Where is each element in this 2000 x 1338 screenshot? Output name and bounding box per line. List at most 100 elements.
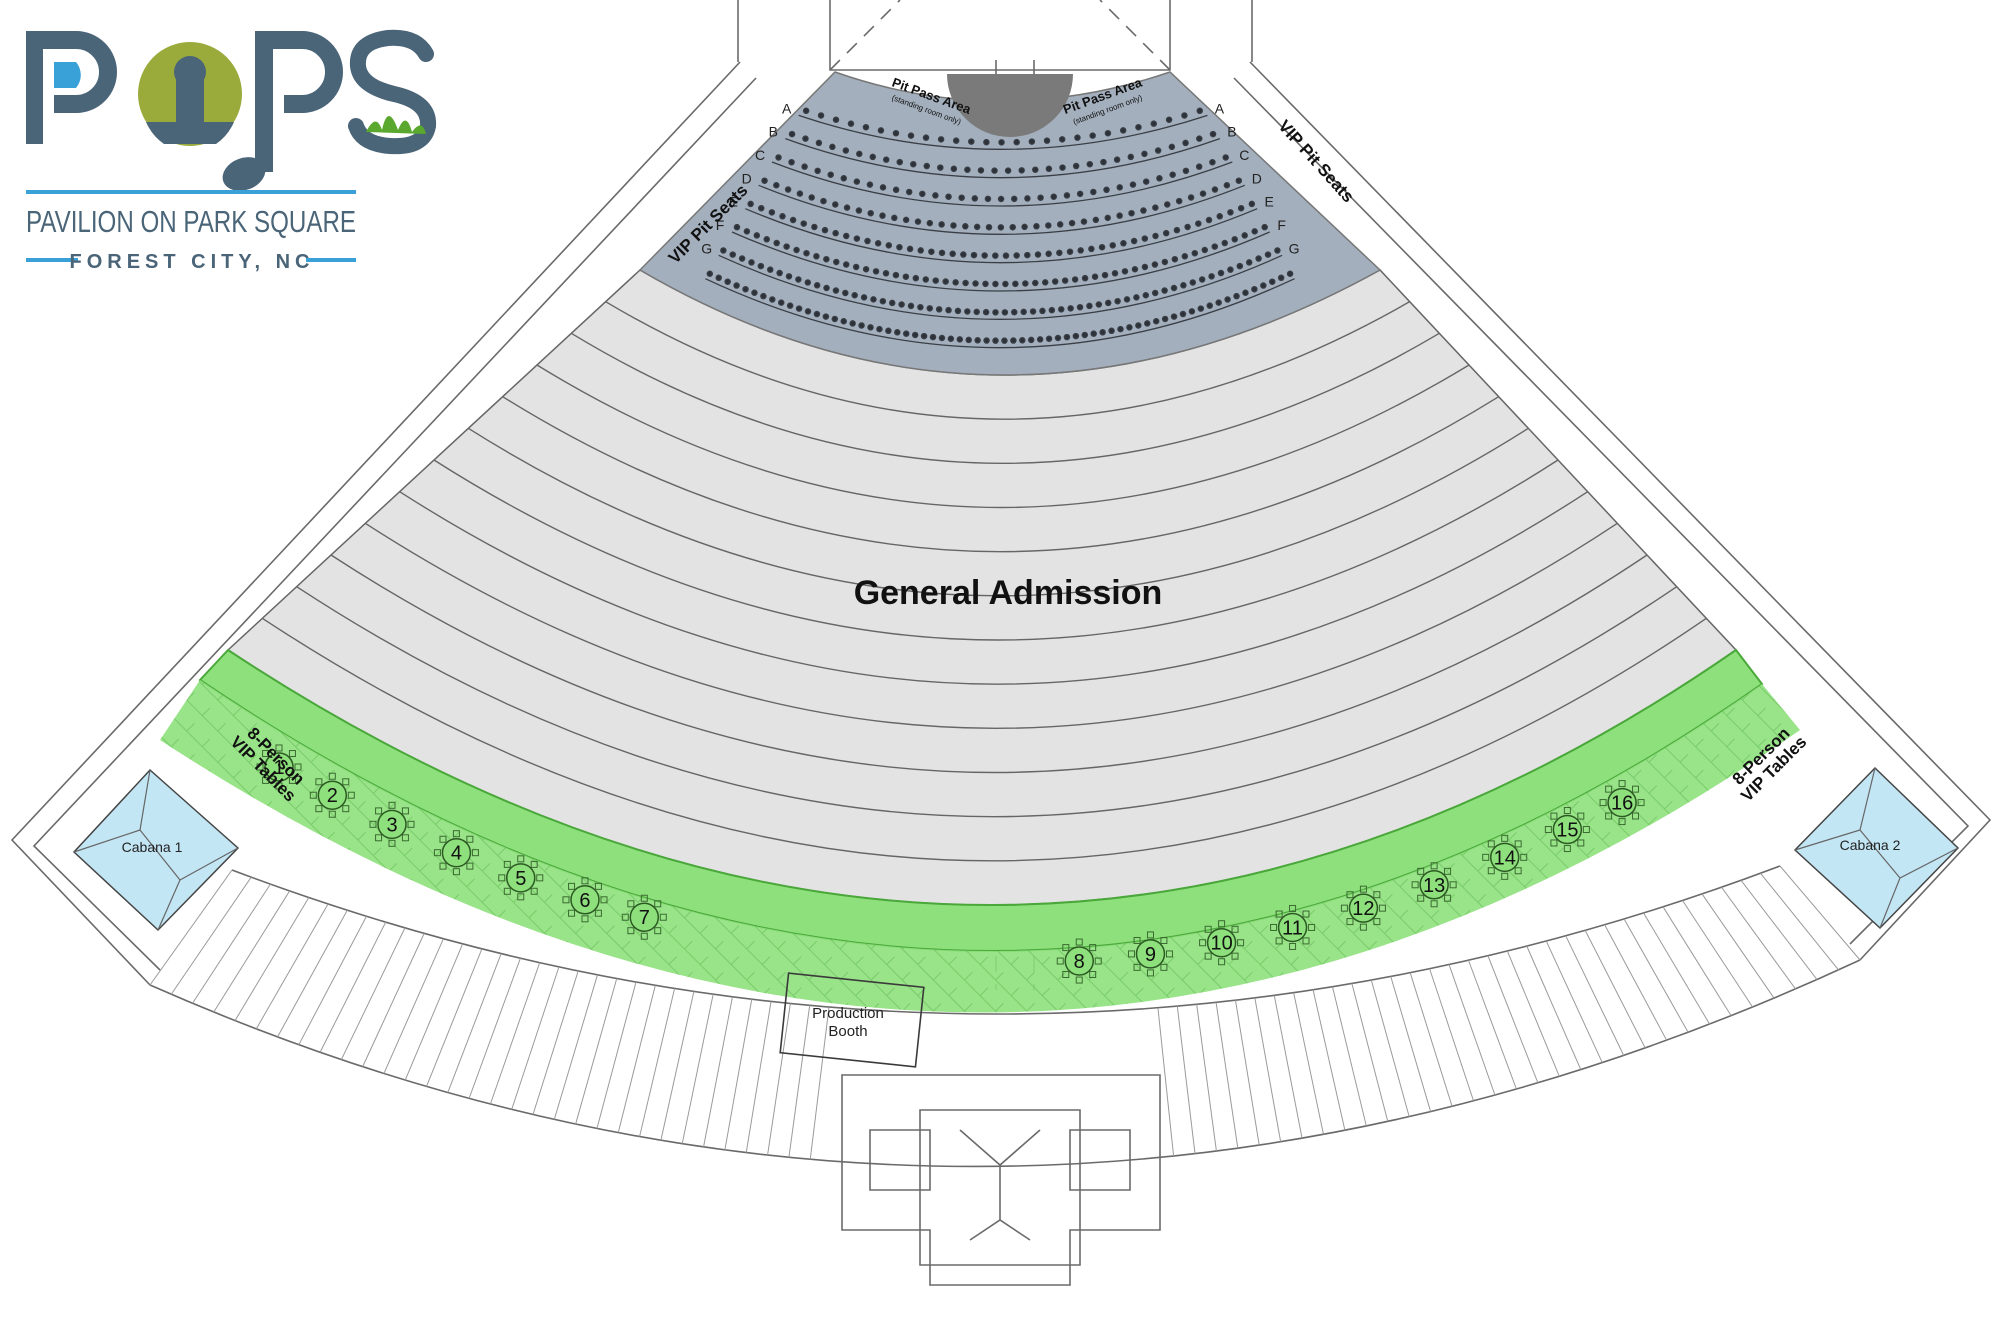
pit-seat[interactable] xyxy=(932,192,939,199)
pit-seat[interactable] xyxy=(1182,167,1190,175)
pit-seat[interactable] xyxy=(949,250,956,258)
pit-seat[interactable] xyxy=(1104,129,1112,137)
vip-table[interactable]: 1 xyxy=(256,744,302,790)
pit-seat[interactable] xyxy=(757,262,765,270)
pit-seat[interactable] xyxy=(1116,212,1123,219)
pit-seat[interactable] xyxy=(1074,134,1081,141)
pit-seat[interactable] xyxy=(1170,284,1178,292)
pit-seat[interactable] xyxy=(829,143,836,151)
pit-seat[interactable] xyxy=(1024,195,1031,202)
pit-seat[interactable] xyxy=(1227,209,1234,216)
pit-seat[interactable] xyxy=(1215,299,1222,306)
pit-seat[interactable] xyxy=(1180,282,1187,289)
pit-seat[interactable] xyxy=(795,305,803,312)
pit-seat[interactable] xyxy=(968,138,975,145)
vip-table[interactable]: 13 xyxy=(1411,862,1457,908)
vip-table[interactable]: 10 xyxy=(1199,920,1245,966)
pit-seat[interactable] xyxy=(1095,301,1103,308)
pit-seat[interactable] xyxy=(882,270,890,277)
pit-seat[interactable] xyxy=(813,310,821,318)
pit-seat[interactable] xyxy=(879,184,887,191)
pit-seat[interactable] xyxy=(1227,266,1234,273)
pit-seat[interactable] xyxy=(842,232,850,240)
pit-seat[interactable] xyxy=(814,167,821,175)
pit-seat[interactable] xyxy=(842,289,849,297)
vip-table[interactable]: 16 xyxy=(1599,780,1645,826)
pit-seat[interactable] xyxy=(971,195,979,202)
pit-seat[interactable] xyxy=(1154,147,1162,154)
pit-seat[interactable] xyxy=(1141,150,1148,158)
pit-seat[interactable] xyxy=(767,266,774,273)
pit-seat[interactable] xyxy=(892,186,900,194)
pit-seat[interactable] xyxy=(1133,294,1140,301)
pit-seat[interactable] xyxy=(1013,252,1020,259)
pit-seat[interactable] xyxy=(804,279,812,286)
pit-seat[interactable] xyxy=(970,251,978,259)
pit-seat[interactable] xyxy=(1092,216,1100,224)
pit-seat[interactable] xyxy=(1089,132,1096,139)
pit-seat[interactable] xyxy=(1010,337,1017,344)
pit-seat[interactable] xyxy=(905,188,913,196)
pit-seat[interactable] xyxy=(1028,138,1036,145)
pit-seat[interactable] xyxy=(997,195,1005,203)
pit-seat[interactable] xyxy=(802,107,810,115)
pit-seat[interactable] xyxy=(1168,143,1176,151)
pit-seat[interactable] xyxy=(789,216,797,224)
pit-seat[interactable] xyxy=(1231,236,1238,243)
pit-seat[interactable] xyxy=(815,139,823,147)
pit-seat[interactable] xyxy=(773,239,780,247)
pit-seat[interactable] xyxy=(1260,282,1267,289)
pit-seat[interactable] xyxy=(1241,232,1248,239)
pit-seat[interactable] xyxy=(1242,289,1249,296)
pit-seat[interactable] xyxy=(1198,276,1206,283)
vip-table[interactable]: 11 xyxy=(1270,904,1316,950)
vip-table[interactable]: 5 xyxy=(498,855,544,901)
pit-seat[interactable] xyxy=(923,162,931,170)
pit-seat[interactable] xyxy=(937,136,945,143)
pit-seat[interactable] xyxy=(1045,335,1053,342)
pit-seat[interactable] xyxy=(862,265,870,273)
pit-seat[interactable] xyxy=(1034,251,1042,258)
pit-seat[interactable] xyxy=(998,139,1005,146)
pit-seat[interactable] xyxy=(777,299,785,306)
pit-seat[interactable] xyxy=(1211,186,1219,193)
pit-seat[interactable] xyxy=(1002,280,1009,288)
pit-seat[interactable] xyxy=(922,134,930,141)
pit-seat[interactable] xyxy=(926,219,934,227)
pit-seat[interactable] xyxy=(1067,305,1074,312)
vip-table[interactable]: 8 xyxy=(1056,938,1102,984)
pit-seat[interactable] xyxy=(1103,186,1110,194)
pit-seat[interactable] xyxy=(1152,204,1159,211)
pit-seat[interactable] xyxy=(1152,318,1160,325)
pit-seat[interactable] xyxy=(1032,166,1039,173)
pit-seat[interactable] xyxy=(768,209,776,216)
pit-seat[interactable] xyxy=(945,193,952,200)
pit-seat[interactable] xyxy=(898,301,905,308)
pit-seat[interactable] xyxy=(938,334,946,342)
pit-seat[interactable] xyxy=(1024,251,1031,259)
pit-seat[interactable] xyxy=(1161,287,1168,294)
pit-seat[interactable] xyxy=(1182,139,1189,147)
pit-seat[interactable] xyxy=(1081,274,1089,282)
pit-seat[interactable] xyxy=(1130,237,1138,245)
cabana-1[interactable]: Cabana 1 xyxy=(72,768,240,932)
pit-seat[interactable] xyxy=(973,223,981,231)
pit-seat[interactable] xyxy=(1099,329,1106,336)
vip-table[interactable]: 12 xyxy=(1340,885,1386,931)
vip-table-band[interactable] xyxy=(198,648,1764,952)
pit-seat[interactable] xyxy=(1111,270,1119,277)
pit-seat[interactable] xyxy=(991,167,998,174)
pit-seat[interactable] xyxy=(1086,160,1094,168)
pit-seat[interactable] xyxy=(947,335,955,342)
pit-seat[interactable] xyxy=(1142,291,1150,299)
pit-seat[interactable] xyxy=(1048,306,1056,314)
pit-seat[interactable] xyxy=(800,220,807,227)
pit-seat[interactable] xyxy=(910,160,917,168)
pit-seat[interactable] xyxy=(1011,308,1018,316)
pit-seat[interactable] xyxy=(1018,167,1025,174)
pit-seat[interactable] xyxy=(1019,337,1026,344)
pit-seat[interactable] xyxy=(813,282,821,289)
pit-seat[interactable] xyxy=(1039,307,1046,315)
pit-seat[interactable] xyxy=(832,116,840,124)
pit-seat[interactable] xyxy=(917,247,924,254)
